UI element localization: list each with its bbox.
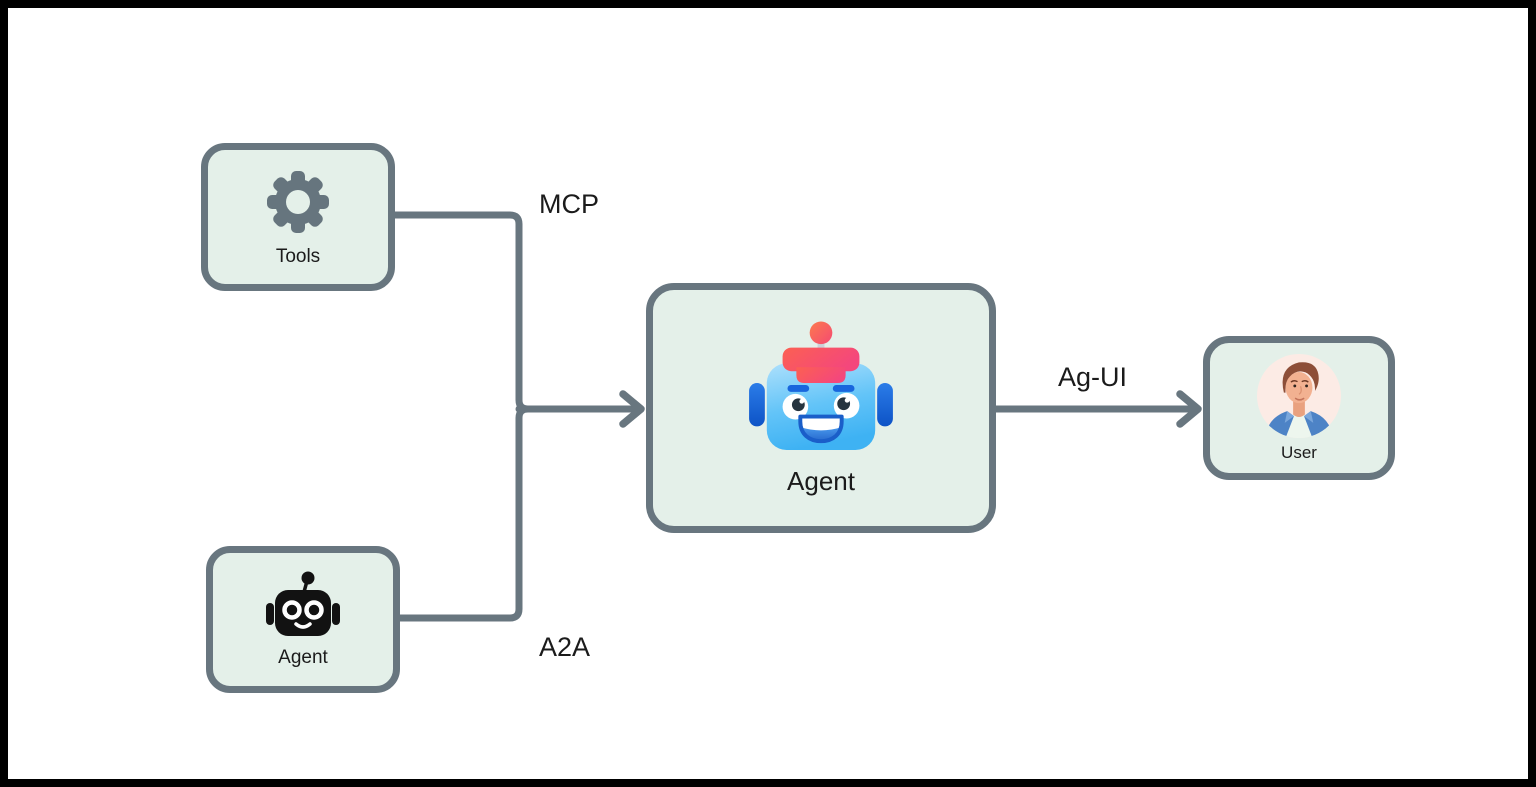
gear-icon [267, 170, 329, 233]
mcp-connector-line [391, 211, 532, 413]
node-agent-small-label: Agent [278, 647, 328, 669]
edge-label-agui: Ag-UI [1058, 362, 1128, 392]
robot-icon [266, 571, 340, 637]
node-agent-main: Agent [646, 283, 996, 533]
node-tools: Tools [201, 143, 395, 291]
node-user: User [1203, 336, 1395, 480]
user-avatar [1257, 353, 1341, 438]
agui-arrowhead-icon [1176, 390, 1202, 428]
edge-label-a2a: A2A [539, 632, 591, 662]
node-agent-small: Agent [206, 546, 400, 693]
node-tools-label: Tools [275, 245, 321, 267]
connector-layer [391, 211, 1202, 622]
main-arrowhead-icon [619, 390, 645, 428]
a2a-connector-line [396, 405, 532, 622]
robot-color-icon [749, 321, 893, 451]
node-user-label: User [1281, 442, 1317, 462]
edge-label-mcp: MCP [539, 189, 599, 219]
node-agent-main-label: Agent [787, 466, 855, 497]
